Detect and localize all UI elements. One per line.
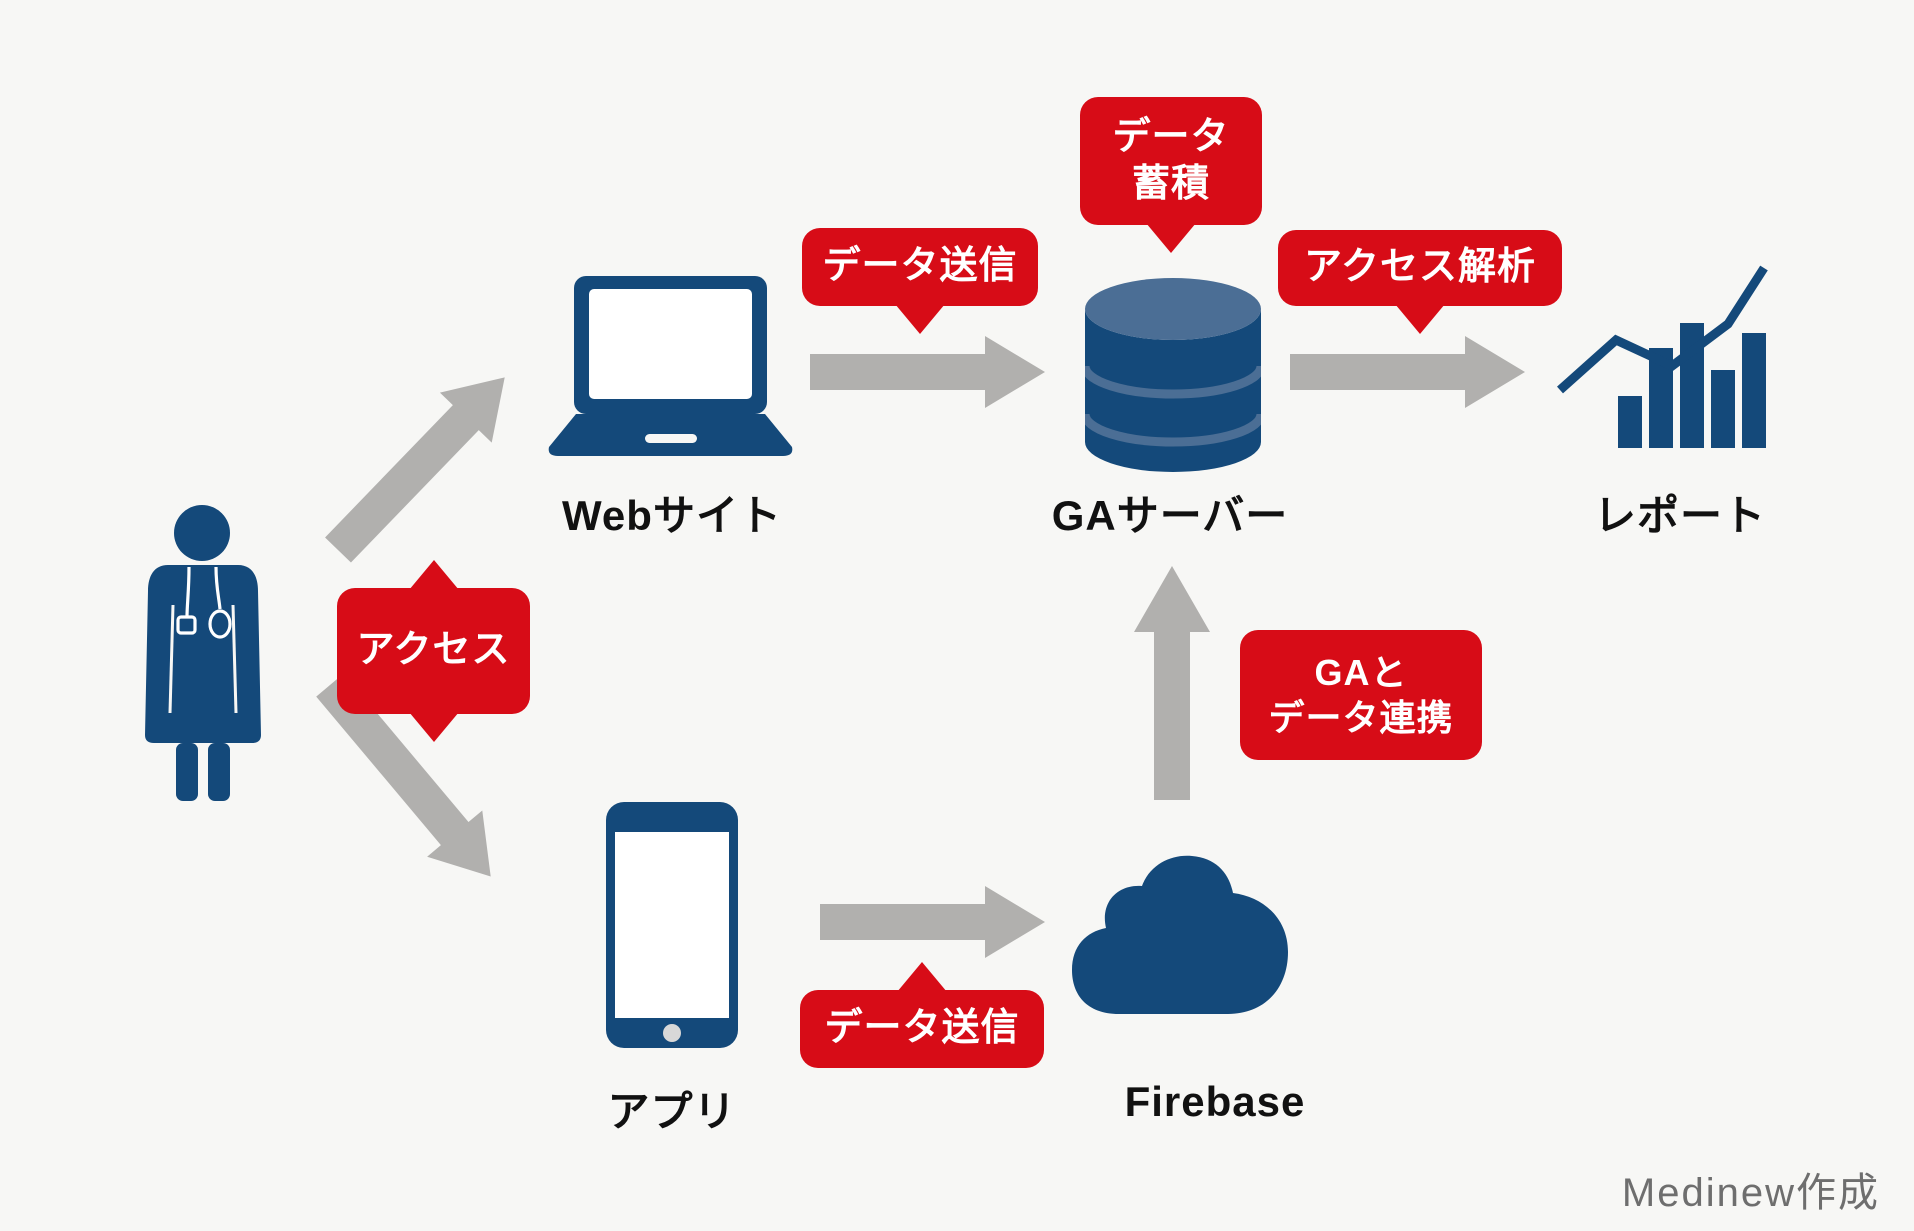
arrow-app-to-firebase-icon <box>820 886 1045 958</box>
ga-link-line2: データ連携 <box>1268 697 1454 738</box>
data-accumulate-line2: 蓄積 <box>1131 163 1210 205</box>
credit-text: Medinew作成 <box>1621 1171 1880 1215</box>
data-accumulate-callout-tail-icon <box>1146 223 1196 253</box>
access-callout-text: アクセス <box>356 629 511 672</box>
data-send-web-callout: データ送信 <box>802 228 1038 334</box>
data-send-web-callout-text: データ送信 <box>822 245 1018 288</box>
data-send-app-callout-text: データ送信 <box>824 1007 1020 1050</box>
arrow-firebase-to-ga-server-icon <box>1134 566 1210 800</box>
bar-chart-icon <box>1557 265 1768 448</box>
data-accumulate-line1: データ <box>1112 115 1230 158</box>
cloud-icon <box>1072 855 1288 1014</box>
access-analysis-callout-text: アクセス解析 <box>1303 246 1537 289</box>
database-icon <box>1085 278 1261 472</box>
access-callout: アクセス <box>337 560 530 742</box>
ga-link-callout: GAと データ連携 <box>1240 630 1482 760</box>
ga-server-label: GAサーバー <box>1051 492 1289 539</box>
access-callout-tail-down-icon <box>408 712 459 742</box>
arrow-website-to-ga-server-icon <box>810 336 1045 408</box>
arrow-ga-server-to-report-icon <box>1290 336 1525 408</box>
ga-link-line1: GAと <box>1314 652 1408 693</box>
firebase-label: Firebase <box>1124 1078 1306 1125</box>
website-label: Webサイト <box>562 492 782 539</box>
arrow-user-to-website-icon <box>325 377 505 563</box>
app-label: アプリ <box>607 1088 737 1135</box>
access-callout-tail-up-icon <box>408 560 459 590</box>
data-send-app-callout-tail-icon <box>897 962 947 992</box>
smartphone-icon <box>606 802 738 1048</box>
data-accumulate-callout: データ 蓄積 <box>1080 97 1262 253</box>
data-send-web-callout-tail-icon <box>895 304 945 334</box>
doctor-icon <box>145 505 261 801</box>
access-analysis-callout: アクセス解析 <box>1278 230 1562 334</box>
access-analysis-callout-tail-icon <box>1395 304 1445 334</box>
report-label: レポート <box>1593 492 1766 539</box>
data-send-app-callout: データ送信 <box>800 962 1044 1068</box>
arrow-user-to-app-icon <box>316 673 491 877</box>
laptop-icon <box>548 276 793 456</box>
